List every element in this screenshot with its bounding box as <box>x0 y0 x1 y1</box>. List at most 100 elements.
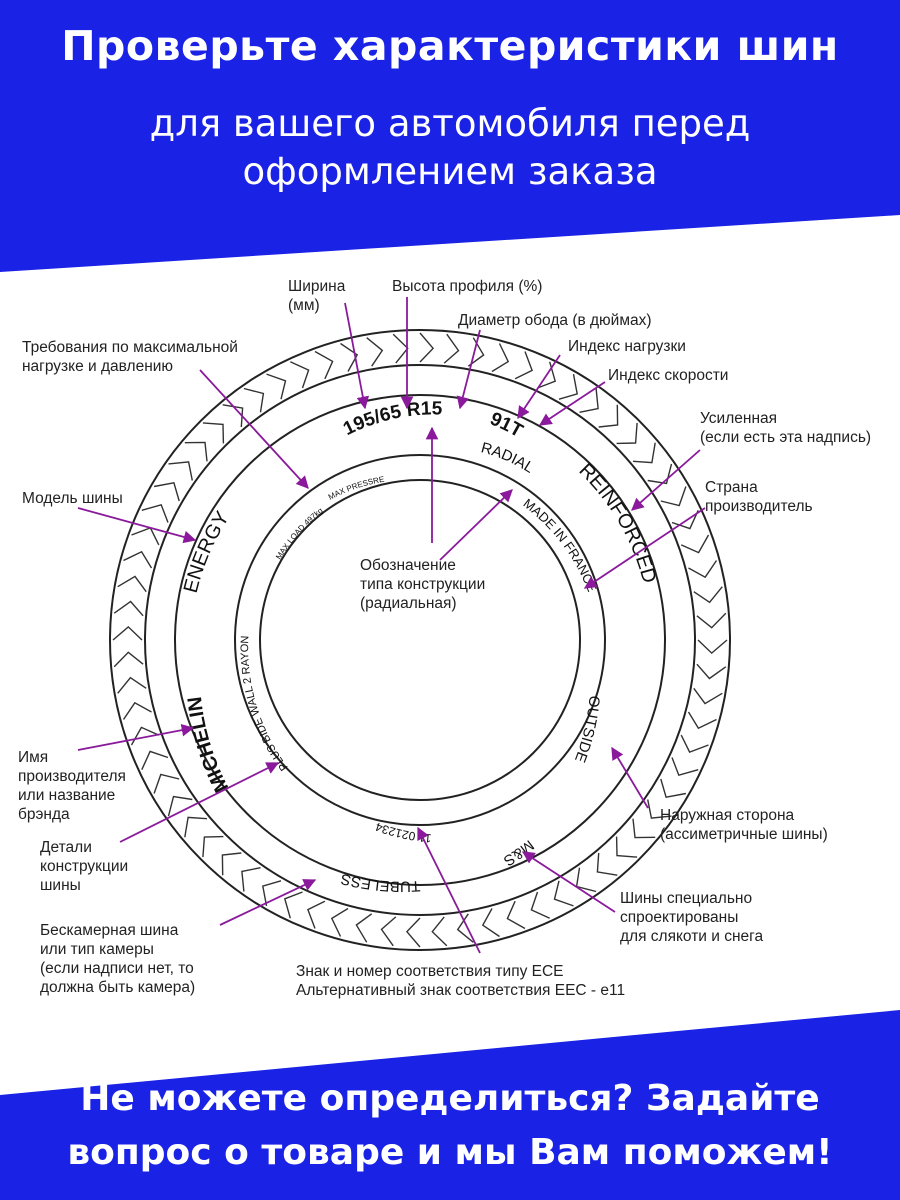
tread-groove <box>380 916 397 947</box>
arrow-tubeless <box>219 879 317 926</box>
tread-groove <box>687 711 717 730</box>
tread-groove <box>184 816 208 838</box>
tread-groove <box>117 676 147 694</box>
tread-groove <box>660 778 687 799</box>
arrow-reinforced <box>631 449 701 511</box>
tread-groove <box>366 337 384 367</box>
tread-groove <box>307 900 326 929</box>
tread-groove <box>153 773 180 794</box>
tread-groove <box>660 486 687 507</box>
tread-groove <box>514 351 533 380</box>
arrow-width <box>344 302 370 410</box>
tread-groove <box>112 625 143 641</box>
tread-groove <box>222 404 244 428</box>
tread-groove <box>443 333 460 364</box>
tread-groove <box>632 818 656 839</box>
top-banner <box>0 0 900 272</box>
header-subtitle-line2: оформлением заказа <box>242 150 658 193</box>
tread-groove <box>330 907 349 937</box>
tread-groove <box>123 550 153 569</box>
tread-groove <box>141 750 169 770</box>
tread-groove <box>697 639 728 655</box>
label-speed-index: Индекс скорости <box>608 367 729 384</box>
tread-groove <box>283 891 303 919</box>
tread-groove <box>405 917 421 948</box>
tread-groove <box>117 575 147 593</box>
tread-groove <box>153 481 180 502</box>
tread-pattern <box>112 332 728 948</box>
tread-groove <box>632 442 656 464</box>
tread-groove <box>506 900 526 930</box>
tread-groove <box>481 908 500 938</box>
tread-groove <box>290 361 310 389</box>
tread-groove <box>392 333 409 364</box>
tread-groove <box>122 701 152 720</box>
tread-groove <box>167 795 193 817</box>
tread-groove <box>579 388 599 413</box>
tire-radial-text: RADIAL <box>479 439 537 476</box>
tread-groove <box>680 734 709 753</box>
tread-groove <box>314 350 334 380</box>
label-construction: Обозначение типа конструкции (радиальная… <box>360 557 486 612</box>
tread-groove <box>419 332 435 363</box>
arrow-ms <box>521 851 616 913</box>
tread-groove <box>553 880 574 907</box>
tread-groove <box>467 337 485 367</box>
arrow-load-index <box>517 354 561 420</box>
tire-michelin-text: MICHELIN <box>184 695 233 795</box>
label-ece: Знак и номер соответствия типу ECE Альте… <box>296 963 626 999</box>
tread-groove <box>671 757 699 777</box>
arrow-max-load <box>199 369 309 489</box>
label-details: Детали конструкции шины <box>40 839 129 894</box>
label-outside: Наружная сторона (ассиметричные шины) <box>660 807 828 843</box>
arrow-ece <box>417 826 481 954</box>
tread-groove <box>696 612 727 629</box>
label-country: Страна производитель <box>705 479 813 515</box>
label-load-index: Индекс нагрузки <box>568 338 686 355</box>
tread-groove <box>221 852 242 876</box>
tread-groove <box>688 560 718 579</box>
tread-groove <box>431 916 448 947</box>
tread-groove <box>491 343 510 373</box>
tread-groove <box>647 799 672 819</box>
footer-line2: вопрос о товаре и мы Вам поможем! <box>67 1132 833 1173</box>
sidewall-text: 195/65 R15 91T RADIAL REINFORCED MADE IN… <box>180 398 660 894</box>
tire-made-in-text: MADE IN FRANCE <box>521 496 600 595</box>
arrow-construction-2 <box>439 489 513 561</box>
tread-groove <box>243 387 265 413</box>
arrow-brand <box>77 723 195 751</box>
header-title: Проверьте характеристики шин <box>61 22 839 70</box>
label-profile-height: Высота профиля (%) <box>392 278 543 295</box>
tread-groove <box>598 404 619 428</box>
tread-groove <box>261 880 282 907</box>
bottom-banner <box>0 1010 900 1200</box>
arrow-outside <box>611 746 649 809</box>
tread-groove <box>141 503 169 523</box>
tread-groove <box>671 510 699 530</box>
tread-groove <box>596 852 618 876</box>
arrow-speed-index <box>538 381 606 426</box>
label-ms: Шины специально спроектированы для сляко… <box>620 890 764 945</box>
tread-groove <box>113 600 144 617</box>
tread-groove <box>202 835 224 858</box>
tread-groove <box>680 534 710 554</box>
tread-groove <box>693 586 723 604</box>
tread-groove <box>202 422 225 444</box>
tread-groove <box>184 441 208 462</box>
label-width: Ширина (мм) <box>288 278 346 314</box>
tread-groove <box>693 687 723 705</box>
tread-groove <box>456 913 474 943</box>
label-tubeless: Бескамерная шина или тип камеры (если на… <box>40 922 196 996</box>
tread-groove <box>647 463 673 485</box>
tread-groove <box>113 651 144 668</box>
arrow-model <box>77 507 197 544</box>
tire-max-pressure-text: MAX PRESSRE <box>327 475 385 502</box>
label-model: Модель шины <box>22 490 123 507</box>
tread-groove <box>168 461 193 481</box>
callout-arrows <box>77 297 706 954</box>
tire-tubeless-text: TUBELESS <box>339 870 421 895</box>
arrow-rim <box>456 329 481 410</box>
arrow-country <box>583 507 706 589</box>
